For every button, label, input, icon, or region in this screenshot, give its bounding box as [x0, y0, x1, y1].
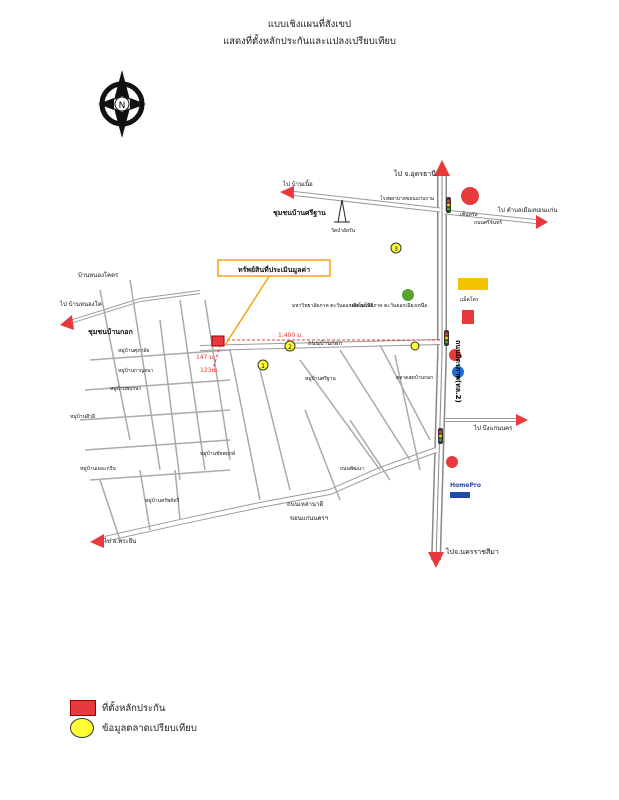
temple-icon — [334, 199, 350, 223]
label-hospital: โรงพยาบาลขอนแก่นราม — [380, 195, 434, 202]
label-distance-3: 123 ม. — [200, 367, 219, 374]
label-market: ตลาดสดบ้านกอก — [396, 374, 433, 381]
label-village-1: หมู่บ้านศุภาลัย — [118, 347, 149, 354]
comparable-marker-2: 2 — [284, 340, 296, 352]
homepro-logo-icon — [450, 492, 470, 498]
compass-label: N — [119, 101, 126, 111]
svg-text:2: 2 — [288, 344, 292, 351]
label-wat: วัดป่าอัยรัน — [331, 228, 356, 234]
street-grid — [79, 279, 431, 541]
label-to-ban-nuea: ไป บ้านเนิ้อ — [282, 178, 313, 188]
label-to-udon: ไป จ.อุดรธานี — [393, 169, 436, 178]
svg-text:3: 3 — [394, 246, 398, 253]
label-village-2: หมู่บ้านกาญจนา — [118, 367, 153, 374]
label-central: เซ็นทรัล — [460, 210, 478, 218]
arrow-west-icon — [280, 186, 294, 199]
highway-mitraphap — [431, 170, 447, 561]
legend-collateral-label: ที่ตั้งหลักประกัน — [102, 703, 166, 714]
map-title: แบบเชิงแผนที่สังเขป — [267, 19, 352, 30]
traffic-light-2-icon — [444, 330, 449, 346]
arrow-south-icon — [428, 552, 444, 568]
label-village-3: หมู่บ้านพฤกษา — [110, 385, 142, 392]
compass-rose-icon: N — [98, 70, 146, 138]
label-village-4: หมู่บ้านสีวลี — [70, 413, 95, 420]
label-road-mitraphap: ถนนมิตรภาพ(ทล.2) — [454, 340, 462, 403]
collateral-site-marker — [211, 335, 225, 347]
label-to-si-than: ไป ตำบลเมืองขอนแก่น — [497, 206, 557, 214]
label-school-1: มหาวิทยาลัยภาค ตะวันออกเฉียงเหนือ — [292, 302, 373, 309]
label-community-sri-than: ชุมชนบ้านศรีฐาน — [273, 208, 326, 218]
arrow-east-icon — [536, 215, 548, 229]
arrow-west-2-icon — [60, 315, 74, 330]
label-road-ban-kok: ถนนบ้านกอก — [308, 340, 342, 347]
legend-comparable-label: ข้อมูลตลาดเปรียบเทียบ — [102, 723, 197, 734]
traffic-light-icon — [446, 197, 451, 213]
label-village-6: หมู่บ้านเดอะกรีน — [80, 465, 116, 472]
callout-text: ทรัพย์สินที่ประเมินมูลค่า — [238, 264, 310, 275]
arrow-east-2-icon — [516, 414, 528, 426]
label-road-si-chan: ถนนศรีจันทร์ — [474, 219, 502, 226]
label-village-7: หมู่บ้านทรัพย์ทวี — [145, 497, 179, 504]
traffic-light-3-icon — [438, 428, 443, 444]
label-road-lang-thai: ถนนเหล่านาดี — [287, 500, 323, 508]
label-homepro: HomePro — [450, 482, 481, 489]
svg-text:1: 1 — [261, 363, 265, 370]
label-village-8: หมู่บ้านศรีฐาน — [305, 375, 336, 382]
legend-collateral-swatch — [70, 700, 96, 716]
label-distance-2: 147 ม. — [196, 354, 215, 361]
isuzu-logo-icon — [462, 310, 474, 324]
appraised-property-callout: ทรัพย์สินที่ประเมินมูลค่า — [217, 259, 331, 277]
comparable-marker-extra — [410, 341, 420, 351]
label-to-ban-nong-kho: ไป บ้านหนองโค — [59, 300, 102, 308]
label-school-2: เทคโนโลยีภาค ตะวันออกเฉียงเหนือ — [350, 302, 427, 309]
fuel-station-icon — [449, 349, 461, 361]
label-to-korat: ไปจ.นครราชสีมา — [445, 547, 499, 556]
central-logo-icon — [461, 187, 479, 205]
arrow-sw-icon — [90, 534, 104, 548]
label-makro: แม็คโคร — [460, 295, 479, 303]
comparable-marker-3: 3 — [390, 242, 402, 254]
label-to-phra-yuen: ไป อ.พระยืน — [103, 537, 136, 545]
legend-comparable-swatch — [70, 718, 94, 738]
label-ban-nong-khot: บ้านหนองโคตร — [78, 271, 119, 279]
makro-logo-icon — [458, 278, 488, 290]
arrow-north-icon — [434, 160, 450, 176]
school-logo-icon — [402, 289, 414, 301]
label-to-bueng-kaen-nakhon: ไป บึงแก่นนคร — [473, 424, 513, 432]
label-distance-1: 1,400 ม. — [278, 332, 303, 339]
map-subtitle: แสดงที่ตั้งหลักประกันและแปลงเปรียบเทียบ — [223, 36, 396, 47]
label-pattana: ถนนพัฒนา — [340, 466, 364, 472]
fuel-station-3-icon — [446, 456, 458, 468]
label-bypass: ขอนแก่นนครฯ — [290, 515, 328, 522]
fuel-station-2-icon — [452, 366, 464, 378]
label-community-kok: ชุมชนบ้านกอก — [88, 327, 133, 336]
label-village-5: หมู่บ้านชัยพฤกษ์ — [200, 450, 236, 457]
comparable-marker-1: 1 — [257, 359, 269, 371]
